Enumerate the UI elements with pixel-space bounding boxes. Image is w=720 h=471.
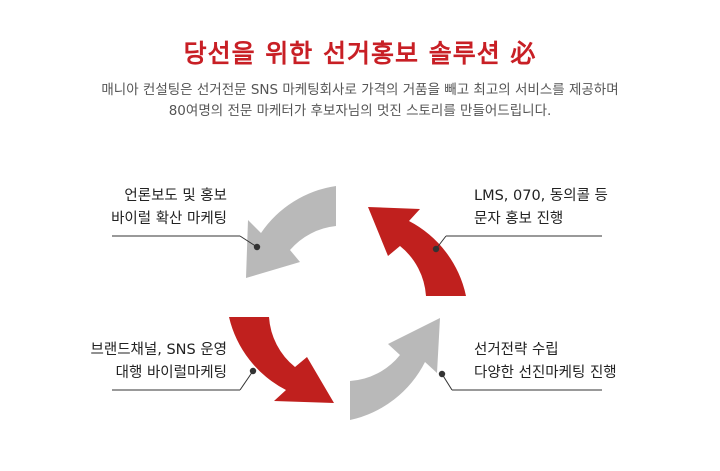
subtitle-line-1: 매니아 컨설팅은 선거전문 SNS 마케팅회사로 가격의 거품을 빼고 최고의 … <box>101 82 619 98</box>
step-label-bottom-right: 선거전략 수립 다양한 선진마케팅 진행 <box>474 339 617 385</box>
gray-arrow-top-left <box>246 186 336 278</box>
leader-line-bottom-left <box>112 367 257 391</box>
step-label-top-left: 언론보도 및 홍보 바이럴 확산 마케팅 <box>111 185 227 231</box>
leader-line-bottom-right <box>438 370 602 391</box>
step-top-right-line-1: LMS, 070, 동의콜 등 <box>474 188 608 204</box>
step-label-bottom-left: 브랜드채널, SNS 운영 대행 바이럴마케팅 <box>91 339 227 385</box>
step-top-left-line-1: 언론보도 및 홍보 <box>124 188 227 204</box>
step-top-left-line-2: 바이럴 확산 마케팅 <box>111 211 227 227</box>
leader-line-top-left <box>112 235 261 251</box>
step-bottom-right-line-1: 선거전략 수립 <box>474 342 559 358</box>
leader-line-top-right <box>432 235 602 253</box>
subtitle-line-2: 80여명의 전문 마케터가 후보자님의 멋진 스토리를 만들어드립니다. <box>168 103 552 119</box>
step-bottom-left-line-1: 브랜드채널, SNS 운영 <box>90 342 227 358</box>
red-arrow-bottom-left <box>229 317 334 403</box>
step-bottom-left-line-2: 대행 바이럴마케팅 <box>115 365 227 381</box>
step-top-right-line-2: 문자 홍보 진행 <box>474 211 564 227</box>
page-title: 당선을 위한 선거홍보 솔루션 必 <box>183 39 537 68</box>
red-arrow-top-right <box>368 207 466 296</box>
page-subtitle: 매니아 컨설팅은 선거전문 SNS 마케팅회사로 가격의 거품을 빼고 최고의 … <box>0 80 720 122</box>
step-label-top-right: LMS, 070, 동의콜 등 문자 홍보 진행 <box>474 185 608 231</box>
step-bottom-right-line-2: 다양한 선진마케팅 진행 <box>474 365 617 381</box>
gray-arrow-bottom-right <box>350 318 440 420</box>
